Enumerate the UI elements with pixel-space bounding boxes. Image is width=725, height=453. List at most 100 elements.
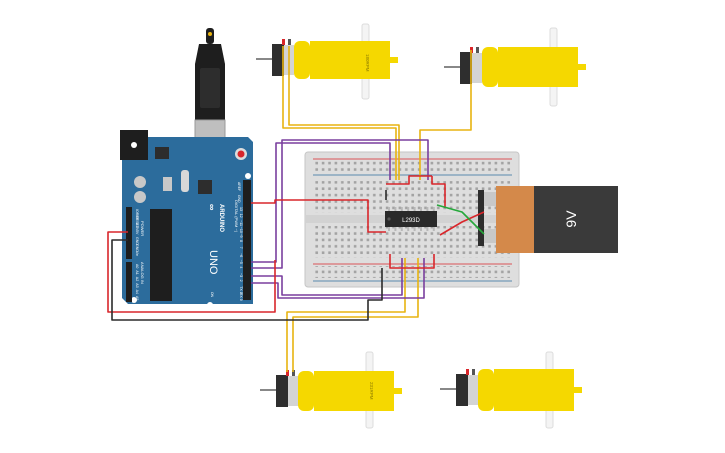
oscillator <box>181 170 189 192</box>
reset-button-cap[interactable] <box>237 150 245 158</box>
motor-axle <box>390 57 398 63</box>
analog-pin-label: A3 <box>135 283 139 287</box>
wire-purple <box>251 142 391 263</box>
analog-header <box>126 262 132 302</box>
power-header-label: POWER <box>140 221 145 236</box>
battery-cap <box>496 186 534 253</box>
analog-pin-label: A0 <box>135 264 139 268</box>
motor-gearbox <box>494 369 574 411</box>
power-pin-label: Vin <box>135 251 139 256</box>
motor-gearbox <box>314 371 394 411</box>
wire-red <box>386 175 432 185</box>
battery-terminal-pos <box>483 192 497 206</box>
battery-terminal-neg <box>483 229 497 243</box>
arduino-model: UNO <box>207 250 219 275</box>
motor-axle <box>578 64 586 70</box>
chip-notch <box>387 217 391 221</box>
usb-chip <box>198 180 212 194</box>
mount-hole <box>207 302 213 308</box>
motor-gearbox <box>498 47 578 87</box>
motor-axle <box>394 388 402 394</box>
wire-yellow <box>292 258 419 372</box>
wire-red <box>251 199 386 233</box>
wire-red <box>431 176 446 208</box>
wire-purple <box>251 258 425 299</box>
digital-pin-label: ~10 <box>239 227 243 233</box>
battery-9v[interactable]: 9V <box>478 186 618 253</box>
motor-can <box>456 374 468 406</box>
power-pin-label: IOREF <box>135 209 139 221</box>
wire-purple <box>251 139 429 269</box>
motor-gearbox-front <box>294 41 310 79</box>
motor-can <box>272 44 284 76</box>
on-led-label: ON <box>210 292 214 298</box>
digital-pin-label: ~6 <box>239 253 243 257</box>
wire-black <box>111 239 383 321</box>
battery-body <box>534 186 618 253</box>
chip-body <box>385 211 437 227</box>
capacitor-2 <box>134 191 146 203</box>
wire-red <box>389 254 435 269</box>
motor-can <box>276 375 288 407</box>
wire-yellow <box>282 46 397 180</box>
motor-gearbox <box>310 41 390 79</box>
digital-pin-label: ~5 <box>239 260 243 264</box>
power-pin-label: 5V <box>135 230 139 235</box>
analog-pin-label: A2 <box>135 277 139 281</box>
analog-pin-label: A4 <box>135 290 139 294</box>
chip-label: L293D <box>402 218 420 224</box>
motor-can <box>460 52 472 84</box>
motor-3[interactable]: 231RPM <box>260 351 402 429</box>
capacitor-1 <box>134 176 146 188</box>
digital-pin-label: ~9 <box>239 233 243 237</box>
motor-housing <box>468 375 478 405</box>
motor-1-label: 180RPM <box>365 54 370 72</box>
power-header <box>126 207 132 259</box>
digital-pin-label: 8 <box>239 240 243 242</box>
digital-pin-label: RX 0 <box>239 293 243 301</box>
motor-1[interactable]: 180RPM <box>256 23 398 100</box>
mount-hole <box>131 142 137 148</box>
wire-red <box>439 211 485 236</box>
digital-pin-label: ~3 <box>239 273 243 277</box>
power-pin-label: RESET <box>135 216 139 229</box>
wire-yellow <box>286 258 406 372</box>
bottom-power-rail-holes <box>313 266 511 278</box>
infinity-logo: ∞ <box>207 204 217 211</box>
mount-hole <box>245 173 251 179</box>
wire-red <box>107 231 276 313</box>
motor-housing <box>472 53 482 83</box>
motor-2[interactable] <box>444 27 586 107</box>
digital-header-label: DIGITAL (PWM ~) <box>234 200 239 233</box>
gnd-label: GND <box>237 195 241 203</box>
digital-pin-label: TX 1 <box>239 286 243 294</box>
motor-gearbox-front <box>482 47 498 87</box>
motor-axle <box>574 387 582 393</box>
analog-pin-label: A5 <box>135 296 139 300</box>
motor-gearbox-front <box>298 371 314 411</box>
digital-pin-label: 12 <box>239 214 243 218</box>
motor-4[interactable] <box>440 351 582 429</box>
mount-hole <box>131 297 137 303</box>
wires <box>107 46 485 372</box>
wire-yellow <box>288 46 400 180</box>
wire-purple <box>251 258 403 296</box>
aref-label: AREF <box>237 182 241 191</box>
power-pin-label: GND <box>135 244 139 252</box>
battery-clip <box>478 190 484 246</box>
wire-green <box>436 204 485 235</box>
top-power-rail-holes <box>313 161 511 173</box>
analog-pin-label: A1 <box>135 270 139 274</box>
motor-gearbox-front <box>478 369 494 411</box>
arduino-uno[interactable]: ∞ ARDUINO UNO DIGITAL (PWM ~) POWER ANAL… <box>120 28 253 308</box>
battery-label: 9V <box>563 210 579 228</box>
atmega-chip <box>150 209 172 301</box>
l293d-chip[interactable]: L293D <box>385 207 437 231</box>
digital-pin-label: 7 <box>239 247 243 249</box>
wire-yellow <box>419 50 472 180</box>
motor-housing <box>288 376 298 406</box>
analog-header-label: ANALOG IN <box>140 262 145 284</box>
